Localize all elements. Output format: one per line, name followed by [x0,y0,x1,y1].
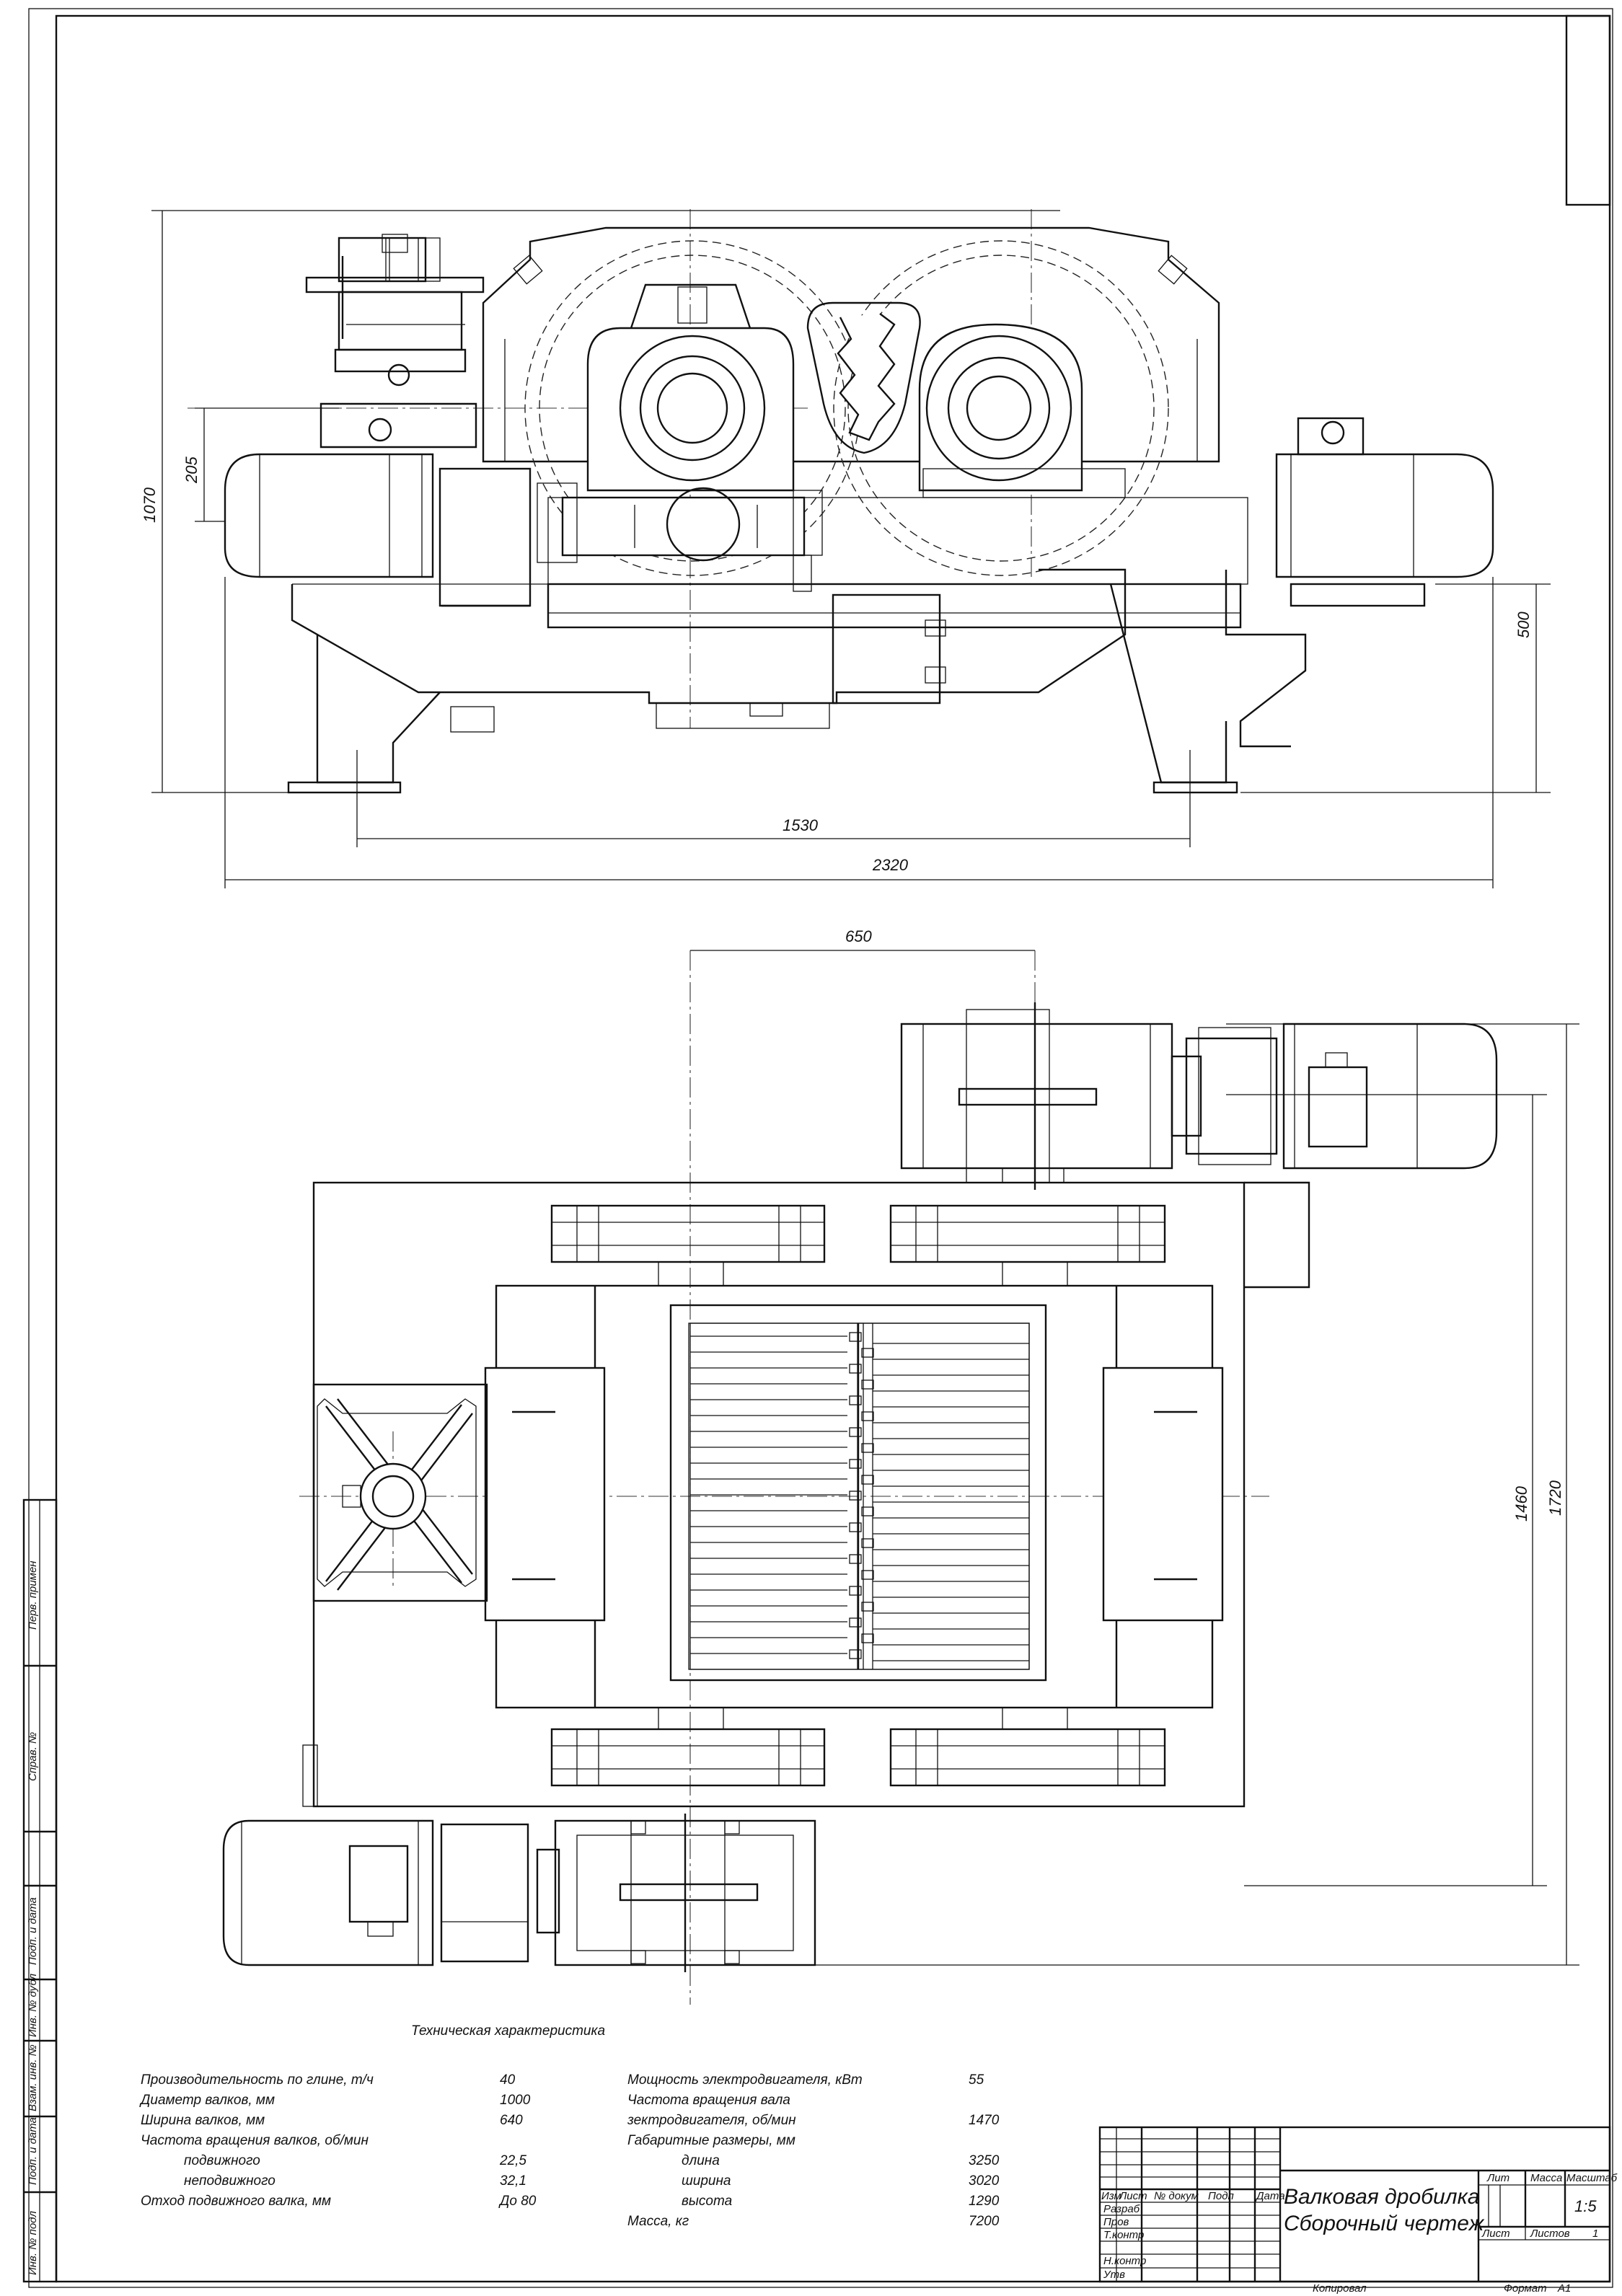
title-block: Изм Лист № докум Подп Дата Разраб Пров Т… [1098,2126,1618,2295]
spec-value: 7200 [969,2214,1000,2229]
tooth-section [806,301,921,454]
spec-label: длина [682,2153,720,2168]
spec-value: 22,5 [499,2153,526,2168]
tb-podp: Подп [1208,2190,1234,2202]
plan-dimensions: 1460 1720 [764,1023,1579,1966]
dim-650: 650 [845,927,872,945]
spec-label: неподвижного [184,2173,276,2189]
roll-housing [482,226,1220,463]
tb-tkontr: Т.контр [1103,2229,1144,2241]
bottom-left-drive [222,1814,816,1972]
stamp-sprav: Справ. № [27,1732,39,1781]
spec-label: Ширина валков, мм [141,2113,265,2128]
left-stamp-column: Перв. примен Справ. № Подп. и дата Инв. … [22,1498,58,2283]
spec-label: Частота вращения вала [627,2093,790,2108]
gear-segments [550,1204,1166,1787]
tb-format: Формат [1504,2282,1547,2295]
spec-label: Частота вращения валков, об/мин [141,2133,369,2148]
tb-nkontr: Н.контр [1103,2255,1146,2267]
dim-205: 205 [182,456,200,484]
spec-label: подвижного [184,2153,260,2168]
control-box [832,593,941,705]
roll-teeth [689,1323,1030,1670]
spec-label: ширина [682,2173,731,2189]
stamp-podp-data-2: Подп. и дата [27,2117,39,2185]
tb-format-value: А1 [1557,2282,1571,2295]
plan-view: 650 [222,927,1579,2005]
tb-razrab: Разраб [1103,2203,1140,2215]
tb-data: Дата [1255,2190,1285,2202]
spec-label: зектродвигателя, об/мин [627,2113,796,2128]
tb-massa: Масса [1530,2172,1562,2184]
tb-kopiroval: Копировал [1313,2282,1367,2295]
spec-value: 1470 [969,2113,1000,2128]
stamp-inv-dubl: Инв. № дубл [27,1973,39,2037]
spec-label: Отход подвижного валка, мм [141,2194,331,2209]
dim-2320: 2320 [872,856,909,874]
right-motor [1275,417,1494,607]
spec-label: высота [682,2194,732,2209]
tb-lit: Лит [1486,2172,1509,2184]
spec-label: Габаритные размеры, мм [627,2133,795,2148]
spec-value: 55 [969,2072,984,2088]
spec-label: Мощность электродвигателя, кВт [627,2072,863,2088]
left-bearing-plan [484,1366,606,1622]
tb-title-line2: Сборочный чертеж [1284,2212,1485,2235]
left-gearbox [305,234,485,449]
spec-label: Масса, кг [627,2214,689,2229]
top-right-drive [900,1002,1498,1190]
spec-value: 3250 [969,2153,1000,2168]
left-motor [224,453,532,607]
front-view: 1070 205 500 1530 2320 [141,209,1551,888]
tb-list: Лист [1119,2190,1147,2202]
tb-masshtab: Масштаб [1566,2172,1618,2184]
tb-title-line1: Валковая дробилка [1284,2185,1479,2209]
stamp-podp-data-1: Подп. и дата [27,1897,39,1965]
left-bearing-housing [586,327,795,492]
spec-value: 1000 [500,2093,531,2108]
left-bracket [312,1383,488,1602]
spec-label: Диаметр валков, мм [139,2093,275,2108]
tb-scale-value: 1:5 [1574,2197,1597,2215]
tech-spec: Техническая характеристика Производитель… [139,2023,1000,2229]
tb-utv: Утв [1103,2269,1125,2281]
tb-list-label: Лист [1481,2227,1510,2240]
shaft-section [666,487,741,562]
right-bearing-housing [918,323,1083,492]
tech-spec-title: Техническая характеристика [411,2023,605,2039]
tb-prov: Пров [1103,2216,1129,2228]
spec-value: 32,1 [500,2173,526,2189]
tb-doc: № докум [1154,2190,1199,2202]
stamp-inv-podl: Инв. № подл [27,2211,39,2275]
tb-izm: Изм [1101,2190,1121,2202]
tb-listov-value: 1 [1592,2227,1598,2240]
right-bearing-plan [1102,1366,1224,1622]
stamp-vzam-inv: Взам. инв. № [27,2044,39,2111]
stamp-perv-primen: Перв. примен [27,1560,39,1630]
base-frame [291,568,1127,705]
dim-1720: 1720 [1546,1480,1564,1516]
tb-listov-label: Листов [1530,2227,1570,2240]
dim-1070: 1070 [141,487,159,523]
spec-value: До 80 [498,2194,537,2209]
dim-1460: 1460 [1512,1485,1530,1522]
spec-value: 3020 [969,2173,1000,2189]
spec-label: Производительность по глине, т/ч [141,2072,374,2088]
spec-value: 40 [500,2072,516,2088]
movable-roll [833,240,1169,576]
dim-1530: 1530 [783,816,819,834]
spec-value: 1290 [969,2194,1000,2209]
sheet-frame [28,8,1613,2288]
front-dimensions: 1070 205 500 1530 2320 [141,210,1551,888]
spec-value: 640 [500,2113,523,2128]
dim-500: 500 [1515,611,1533,638]
